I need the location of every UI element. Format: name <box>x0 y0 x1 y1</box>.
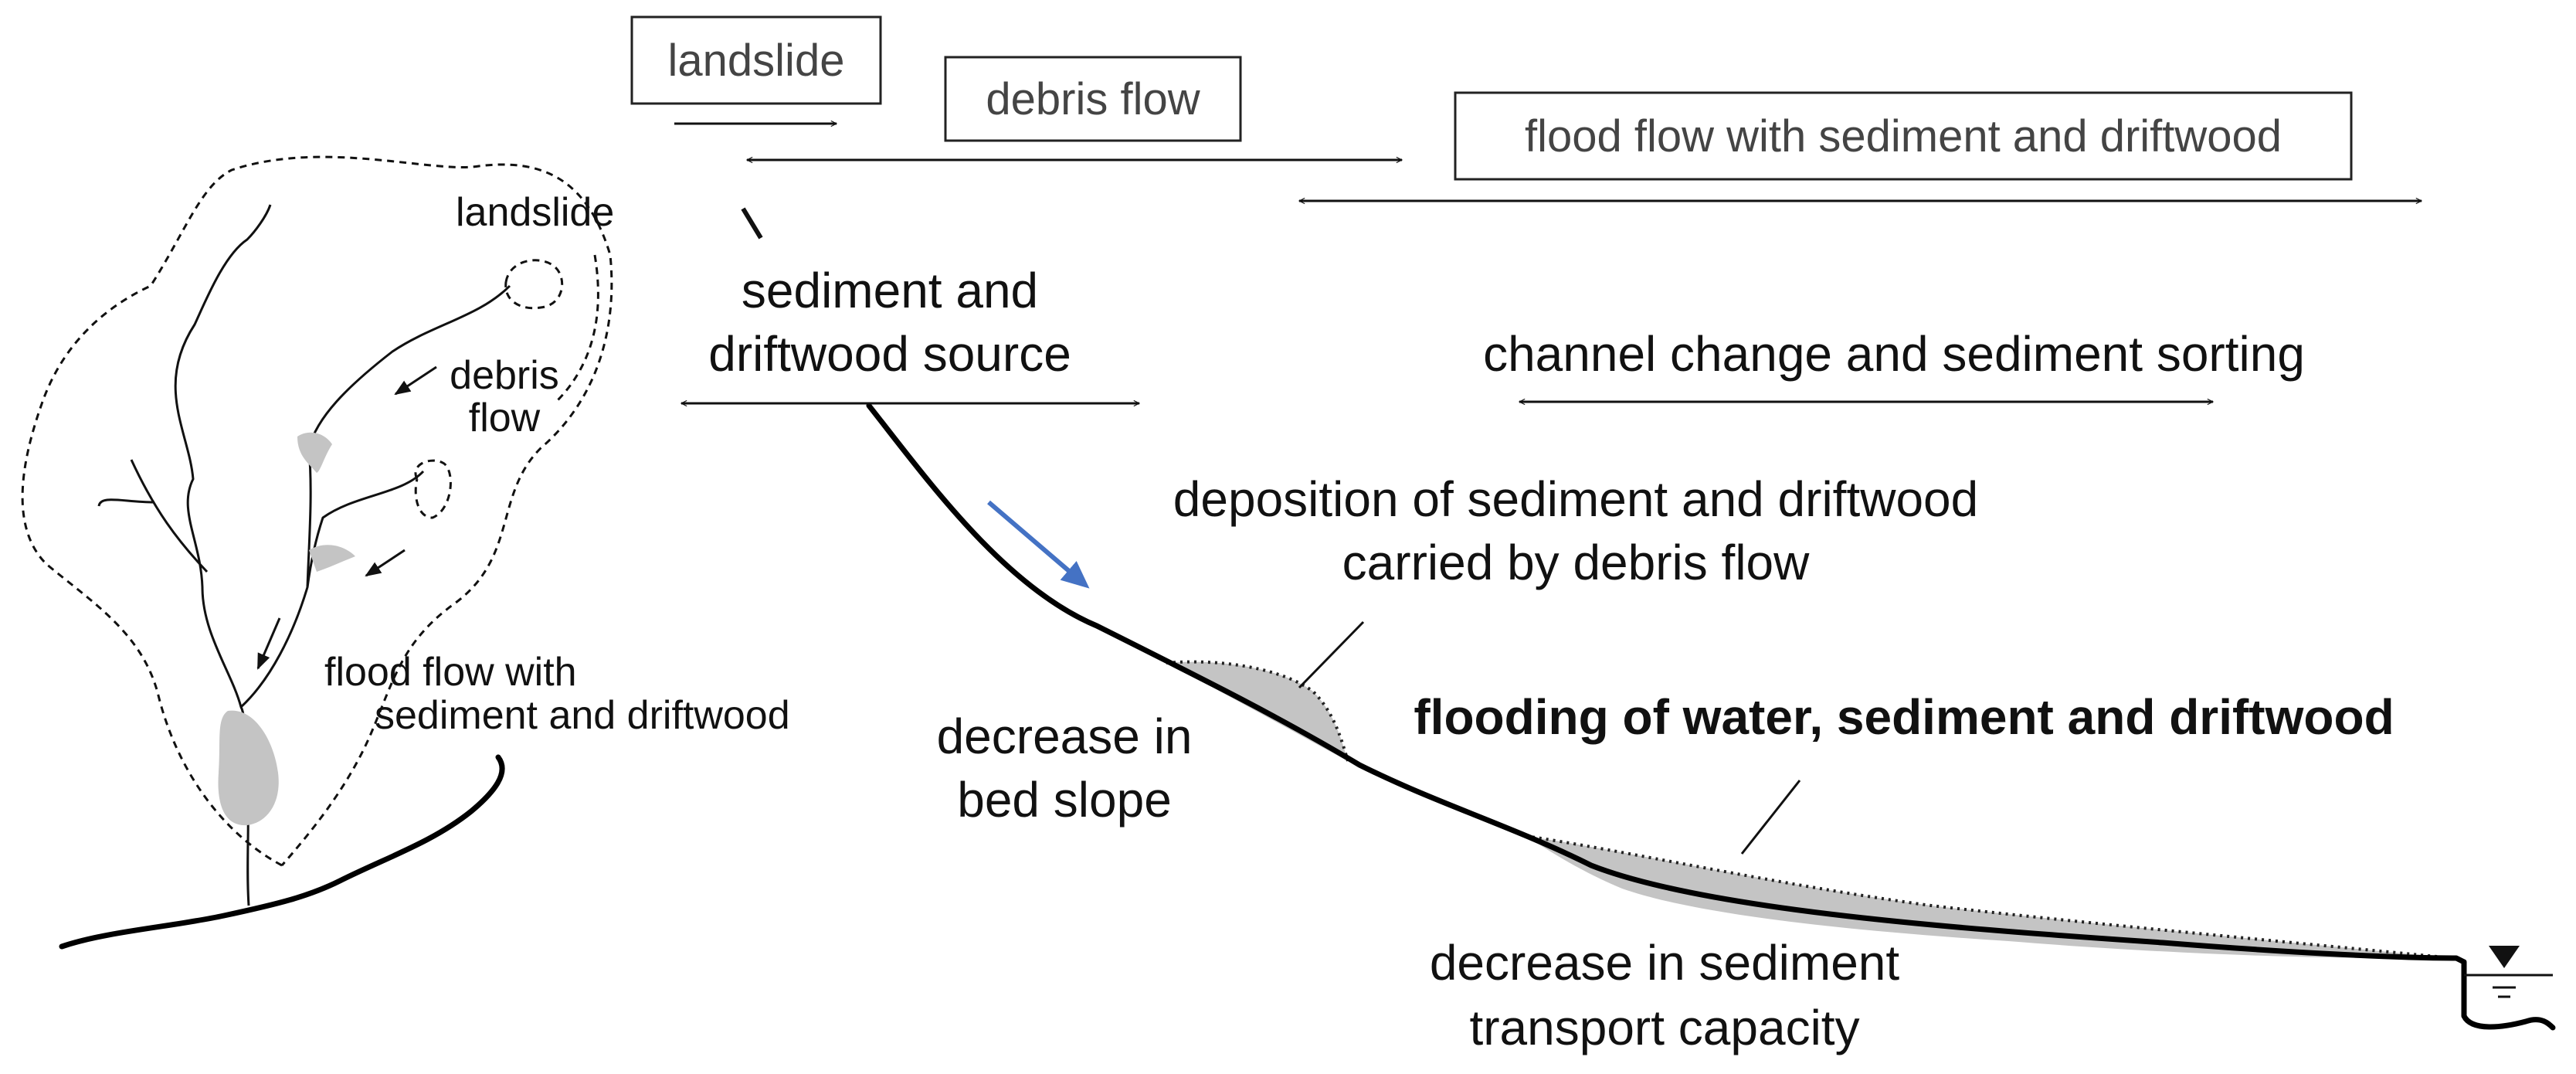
longitudinal-profile: sediment and driftwood source channel ch… <box>681 207 2556 1055</box>
flooding-label: flooding of water, sediment and driftwoo… <box>1414 689 2394 745</box>
debris-flow-box <box>944 56 1242 142</box>
catchment-sketch: landslide debris flow flood flow with se… <box>21 155 790 950</box>
landslide-scar-lower <box>414 459 452 519</box>
flood-flow-box-label: flood flow with sediment and driftwood <box>1525 111 2282 161</box>
deposit-fan <box>218 710 279 826</box>
bed-slope-label-1: decrease in <box>937 709 1193 764</box>
water-level-icon <box>2464 946 2553 998</box>
capacity-label-1: decrease in sediment <box>1430 935 1900 991</box>
watershed-boundary <box>21 155 613 867</box>
catchment-landslide-label: landslide <box>456 190 614 235</box>
catchment-ground-line <box>59 754 505 950</box>
source-label-2: driftwood source <box>708 326 1071 382</box>
capacity-label-2: transport capacity <box>1469 1000 1859 1055</box>
flood-flow-box <box>1454 91 2353 181</box>
landslide-box-label: landslide <box>668 36 845 86</box>
catchment-debris-label-2: flow <box>469 396 541 440</box>
deposition-label-1: deposition of sediment and driftwood <box>1173 471 1978 527</box>
bed-slope-label-2: bed slope <box>957 772 1172 828</box>
deposit-middle <box>309 545 355 572</box>
tributary-left <box>97 459 209 573</box>
channel-change-label: channel change and sediment sorting <box>1483 326 2305 382</box>
debris-flow-arrow-upper <box>394 365 437 396</box>
deposition-leader <box>1298 620 1365 689</box>
debris-flow-box-label: debris flow <box>986 74 1200 124</box>
catchment-flood-label-1: flood flow with <box>324 650 577 695</box>
catchment-flood-label-2: sediment and driftwood <box>375 693 790 738</box>
source-label-1: sediment and <box>742 263 1038 318</box>
deposition-label-2: carried by debris flow <box>1342 535 1810 590</box>
deposit-upper <box>297 432 332 473</box>
flooding-leader <box>1740 780 1801 855</box>
range-indicators: landslide debris flow flood flow with se… <box>630 15 2422 201</box>
river-bed-profile <box>866 403 2556 1031</box>
catchment-debris-label-1: debris <box>450 353 559 398</box>
tributary-upper <box>306 284 511 588</box>
sub-basin-boundary <box>555 254 599 403</box>
debris-flow-arrow-lower <box>365 549 406 577</box>
deposit-flood-surface <box>1525 834 2453 960</box>
source-tick <box>741 207 763 240</box>
flow-direction-arrow-icon <box>987 500 1090 589</box>
flood-flow-arrow <box>256 617 281 670</box>
landslide-scar-upper <box>504 259 564 310</box>
landslide-box <box>630 15 882 105</box>
